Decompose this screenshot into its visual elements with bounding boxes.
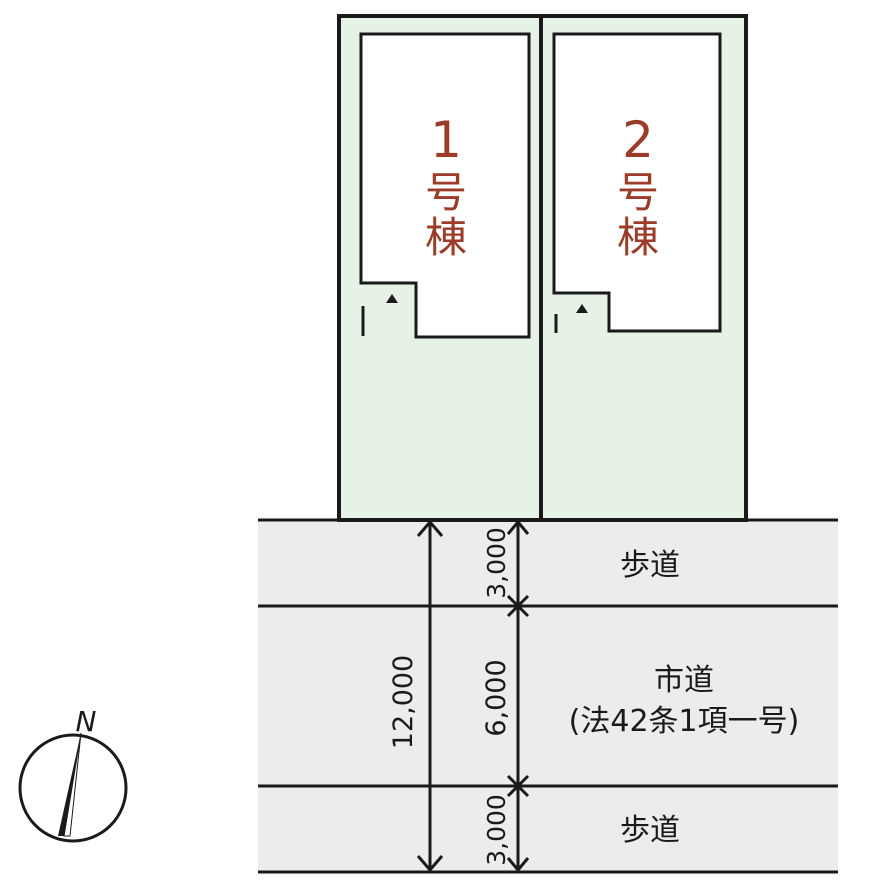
sidewalk-bottom-label: 歩道 — [620, 813, 680, 848]
building-2-number: 2 — [622, 111, 654, 169]
dimension-sidewalk-bottom-label: 3,000 — [482, 794, 511, 866]
building-2-char1: 号 — [617, 168, 659, 217]
sidewalk-bottom-area — [258, 786, 838, 872]
dimension-components — [506, 519, 530, 873]
building-2-footprint — [552, 32, 722, 333]
lot-1: 1 号 棟 — [337, 14, 543, 522]
dimension-sidewalk-top-label: 3,000 — [482, 527, 511, 599]
building-1-char1: 号 — [425, 168, 467, 217]
sidewalk-top-label: 歩道 — [620, 548, 680, 583]
triangle-marker-icon — [576, 304, 588, 313]
sidewalk-top-area — [258, 520, 838, 606]
dimension-city-road-label: 6,000 — [481, 659, 512, 736]
north-arrow-icon — [18, 732, 128, 843]
building-1-number: 1 — [430, 111, 462, 169]
triangle-marker-icon — [386, 294, 398, 303]
dimension-total — [416, 519, 444, 873]
city-road-label: 市道 — [654, 663, 714, 698]
city-road-area — [258, 606, 838, 786]
building-2-char2: 棟 — [617, 213, 659, 262]
dimension-total-label: 12,000 — [388, 655, 419, 749]
lot-2: 2 号 棟 — [539, 14, 748, 522]
compass-n-label: N — [76, 705, 97, 738]
building-1-char2: 棟 — [425, 213, 467, 262]
building-1-footprint — [359, 32, 531, 339]
city-road-legal-label: (法42条1項一号) — [569, 704, 800, 739]
